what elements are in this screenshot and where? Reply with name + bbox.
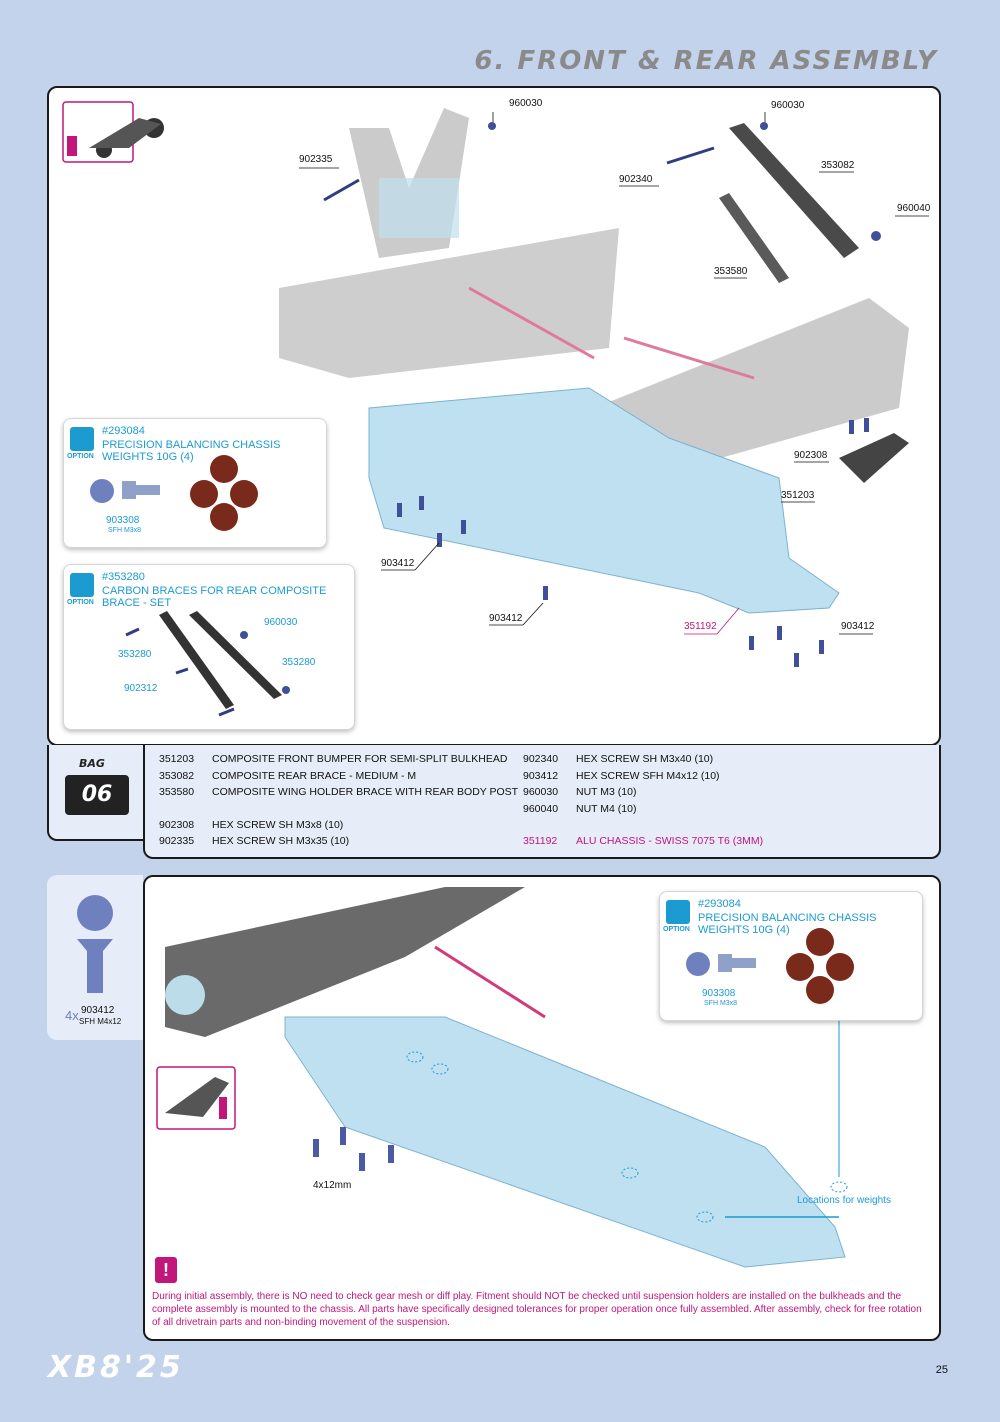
option-box-chassis-weights-2: OPTION #293084 PRECISION BALANCING CHASS… <box>659 891 923 1021</box>
option-box-carbon-braces: OPTION #353280 CARBON BRACES FOR REAR CO… <box>63 564 355 730</box>
callout-902335: 902335 <box>299 154 333 165</box>
callout-353280: 353280 <box>118 649 152 660</box>
callout-960030: 960030 <box>509 98 543 109</box>
brand-logo: XB8'25 <box>48 1350 184 1385</box>
option-number: #293084 <box>102 425 145 437</box>
bag-tab: BAG 06 <box>47 745 145 841</box>
option-name: CARBON BRACES FOR REAR COMPOSITE BRACE -… <box>102 585 327 609</box>
callout-903412-b: 903412 <box>489 613 523 624</box>
callout-351203: 351203 <box>781 490 815 501</box>
option-label: OPTION <box>67 453 94 460</box>
callout-353082: 353082 <box>821 160 855 171</box>
thumbs-up-icon <box>666 900 690 924</box>
option-box-chassis-weights: OPTION #293084 PRECISION BALANCING CHASS… <box>63 418 327 548</box>
carbon-braces-illustration <box>125 611 290 717</box>
exploded-view-panel: 960030 960030 902335 902340 353082 96004… <box>47 86 941 746</box>
callout-902308: 902308 <box>794 450 828 461</box>
warning-icon: ! <box>155 1257 177 1283</box>
weights-location-label: Locations for weights <box>797 1195 891 1206</box>
chassis-mounting-drawing <box>156 887 848 1268</box>
callout-902312: 902312 <box>124 683 158 694</box>
bag-label: BAG <box>79 757 105 770</box>
screw-qty: 4x <box>65 1008 79 1023</box>
weights-illustration <box>90 455 258 531</box>
weights-illustration <box>686 928 854 1004</box>
callout-353280-b: 353280 <box>282 657 316 668</box>
callout-903412: 903412 <box>381 558 415 569</box>
callout-351192: 351192 <box>684 621 717 632</box>
screw-sidebar: 4x 903412 SFH M4x12 <box>47 875 143 1040</box>
screw-code: 903308 <box>702 988 736 999</box>
option-number: #353280 <box>102 571 145 583</box>
screw-illustration <box>77 895 113 993</box>
screw-spec: SFH M3x8 <box>704 1000 738 1007</box>
mounting-view-panel: 4x12mm Locations for weights OPTION #293… <box>143 875 941 1341</box>
bag-number: 06 <box>65 775 129 815</box>
option-label: OPTION <box>67 599 94 606</box>
option-label: OPTION <box>663 926 690 933</box>
option-name: PRECISION BALANCING CHASSIS WEIGHTS 10G … <box>698 912 877 936</box>
page-title: 6. FRONT & REAR ASSEMBLY <box>474 46 938 76</box>
thumbs-up-icon <box>70 427 94 451</box>
assembly-note: During initial assembly, there is NO nee… <box>152 1291 922 1328</box>
screw-code: 903308 <box>106 515 140 526</box>
callout-960040: 960040 <box>897 203 931 214</box>
screw-code: 903412 <box>81 1005 115 1016</box>
callout-960030: 960030 <box>264 617 298 628</box>
callout-902340: 902340 <box>619 174 653 185</box>
exploded-assembly-drawing <box>62 101 929 667</box>
page-number: 25 <box>935 1364 948 1376</box>
callout-903412-c: 903412 <box>841 621 875 632</box>
screw-size-label: 4x12mm <box>313 1180 352 1191</box>
screw-spec: SFH M4x12 <box>79 1017 122 1026</box>
callout-960030-b: 960030 <box>771 100 805 111</box>
option-number: #293084 <box>698 898 741 910</box>
thumbs-up-icon <box>70 573 94 597</box>
option-name: PRECISION BALANCING CHASSIS WEIGHTS 10G … <box>102 439 281 463</box>
callout-353580: 353580 <box>714 266 748 277</box>
screw-spec: SFH M3x8 <box>108 527 142 534</box>
